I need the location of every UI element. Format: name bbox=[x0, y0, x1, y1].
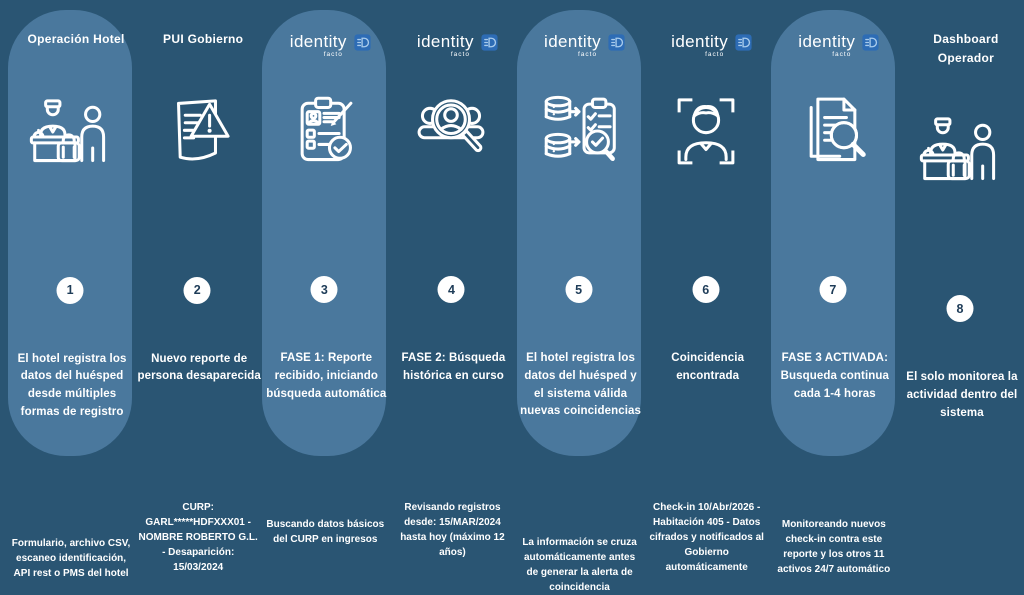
brand-id-badge-icon bbox=[608, 33, 625, 51]
step-number-badge: 4 bbox=[437, 276, 465, 303]
step-detail: Buscando datos básicos del CURP en ingre… bbox=[266, 519, 385, 546]
brand-sub-label: facto bbox=[323, 50, 343, 58]
column-title: Dashboard Operador bbox=[904, 30, 1024, 67]
identityfacto-logo: identity facto bbox=[395, 32, 519, 57]
step-headline: El hotel registra los datos del huésped … bbox=[520, 352, 641, 418]
step-number-badge: 8 bbox=[946, 295, 974, 323]
column-title: PUI Gobierno bbox=[141, 30, 265, 49]
step-number-badge: 6 bbox=[692, 276, 720, 303]
step-headline: El hotel registra los datos del huésped … bbox=[17, 352, 127, 419]
brand-wordmark: identity facto bbox=[544, 32, 602, 57]
step-headline: FASE 2: Búsqueda histórica en curso bbox=[401, 352, 506, 382]
step-number-badge: 2 bbox=[183, 276, 211, 304]
step-detail: Monitoreando nuevos check-in contra este… bbox=[777, 519, 891, 576]
step-column-3: identity facto bbox=[262, 0, 387, 545]
brand-id-badge-icon bbox=[481, 33, 498, 51]
identityfacto-logo: identity facto bbox=[777, 32, 901, 57]
brand-name: identity bbox=[544, 32, 602, 51]
step-headline: Coincidencia encontrada bbox=[671, 352, 745, 382]
step-column-5: identity facto bbox=[516, 0, 641, 593]
clipboard-check-icon bbox=[262, 84, 386, 178]
brand-sub-label: facto bbox=[832, 50, 852, 58]
document-search-icon bbox=[771, 84, 895, 178]
hotel-reception-icon bbox=[8, 85, 132, 179]
identityfacto-logo: identity facto bbox=[650, 32, 774, 57]
brand-name: identity bbox=[289, 32, 347, 51]
brand-wordmark: identity facto bbox=[798, 32, 856, 57]
process-infographic: Operación Hotel 1 El hotel registra l bbox=[8, 0, 1022, 593]
brand-id-badge-icon bbox=[735, 33, 752, 51]
brand-wordmark: identity facto bbox=[671, 32, 729, 57]
step-number-badge: 1 bbox=[56, 276, 84, 304]
step-detail: CURP: GARL*****HDFXXX01 - NOMBRE ROBERTO… bbox=[138, 502, 258, 574]
column-title: Operación Hotel bbox=[14, 30, 138, 49]
hotel-reception-icon bbox=[898, 103, 1022, 197]
step-column-2: PUI Gobierno 2 Nuevo reporte de persona … bbox=[135, 0, 261, 573]
brand-sub-label: facto bbox=[450, 50, 470, 58]
step-detail: Check-in 10/Abr/2026 - Habitación 405 - … bbox=[649, 501, 764, 573]
identityfacto-logo: identity facto bbox=[523, 32, 647, 57]
step-detail: La información se cruza automáticamente … bbox=[522, 537, 637, 594]
step-headline: FASE 1: Reporte recibido, iniciando búsq… bbox=[266, 352, 387, 400]
step-detail: Revisando registros desde: 15/MAR/2024 h… bbox=[400, 501, 505, 558]
step-headline: FASE 3 ACTIVADA: Busqueda continua cada … bbox=[780, 352, 890, 400]
column-title-text: PUI Gobierno bbox=[163, 32, 244, 46]
step-column-6: identity facto 6 Coincidencia encontrada… bbox=[644, 0, 768, 573]
step-headline: Nuevo reporte de persona desaparecida bbox=[137, 352, 261, 383]
column-title-text: Operación Hotel bbox=[27, 32, 125, 46]
face-scan-icon bbox=[644, 84, 768, 178]
step-headline: El solo monitorea la actividad dentro de… bbox=[906, 371, 1018, 419]
people-search-icon bbox=[389, 84, 513, 178]
missing-person-report-icon bbox=[135, 85, 259, 179]
brand-wordmark: identity facto bbox=[416, 32, 474, 57]
step-column-4: identity facto 4 FASE 2: Búsqueda histór… bbox=[389, 0, 513, 558]
brand-sub-label: facto bbox=[705, 50, 725, 58]
step-number-badge: 3 bbox=[310, 276, 338, 303]
brand-id-badge-icon bbox=[354, 33, 371, 51]
brand-name: identity bbox=[798, 32, 856, 51]
brand-wordmark: identity facto bbox=[289, 32, 347, 57]
step-number-badge: 5 bbox=[565, 276, 593, 303]
database-validation-icon bbox=[517, 84, 641, 178]
step-detail: Formulario, archivo CSV, escaneo identif… bbox=[11, 537, 131, 579]
step-column-8: Dashboard Operador 8 El solo monitore bbox=[898, 0, 1022, 462]
brand-name: identity bbox=[416, 32, 474, 51]
brand-id-badge-icon bbox=[862, 33, 879, 51]
identityfacto-logo: identity facto bbox=[268, 32, 392, 57]
brand-name: identity bbox=[671, 32, 729, 51]
step-column-1: Operación Hotel 1 El hotel registra l bbox=[8, 0, 133, 579]
step-number-badge: 7 bbox=[819, 276, 847, 303]
step-column-7: identity facto 7 FASE 3 ACTIVADA: Busque… bbox=[770, 0, 896, 575]
column-title-text: Dashboard Operador bbox=[933, 32, 999, 65]
brand-sub-label: facto bbox=[578, 50, 598, 58]
